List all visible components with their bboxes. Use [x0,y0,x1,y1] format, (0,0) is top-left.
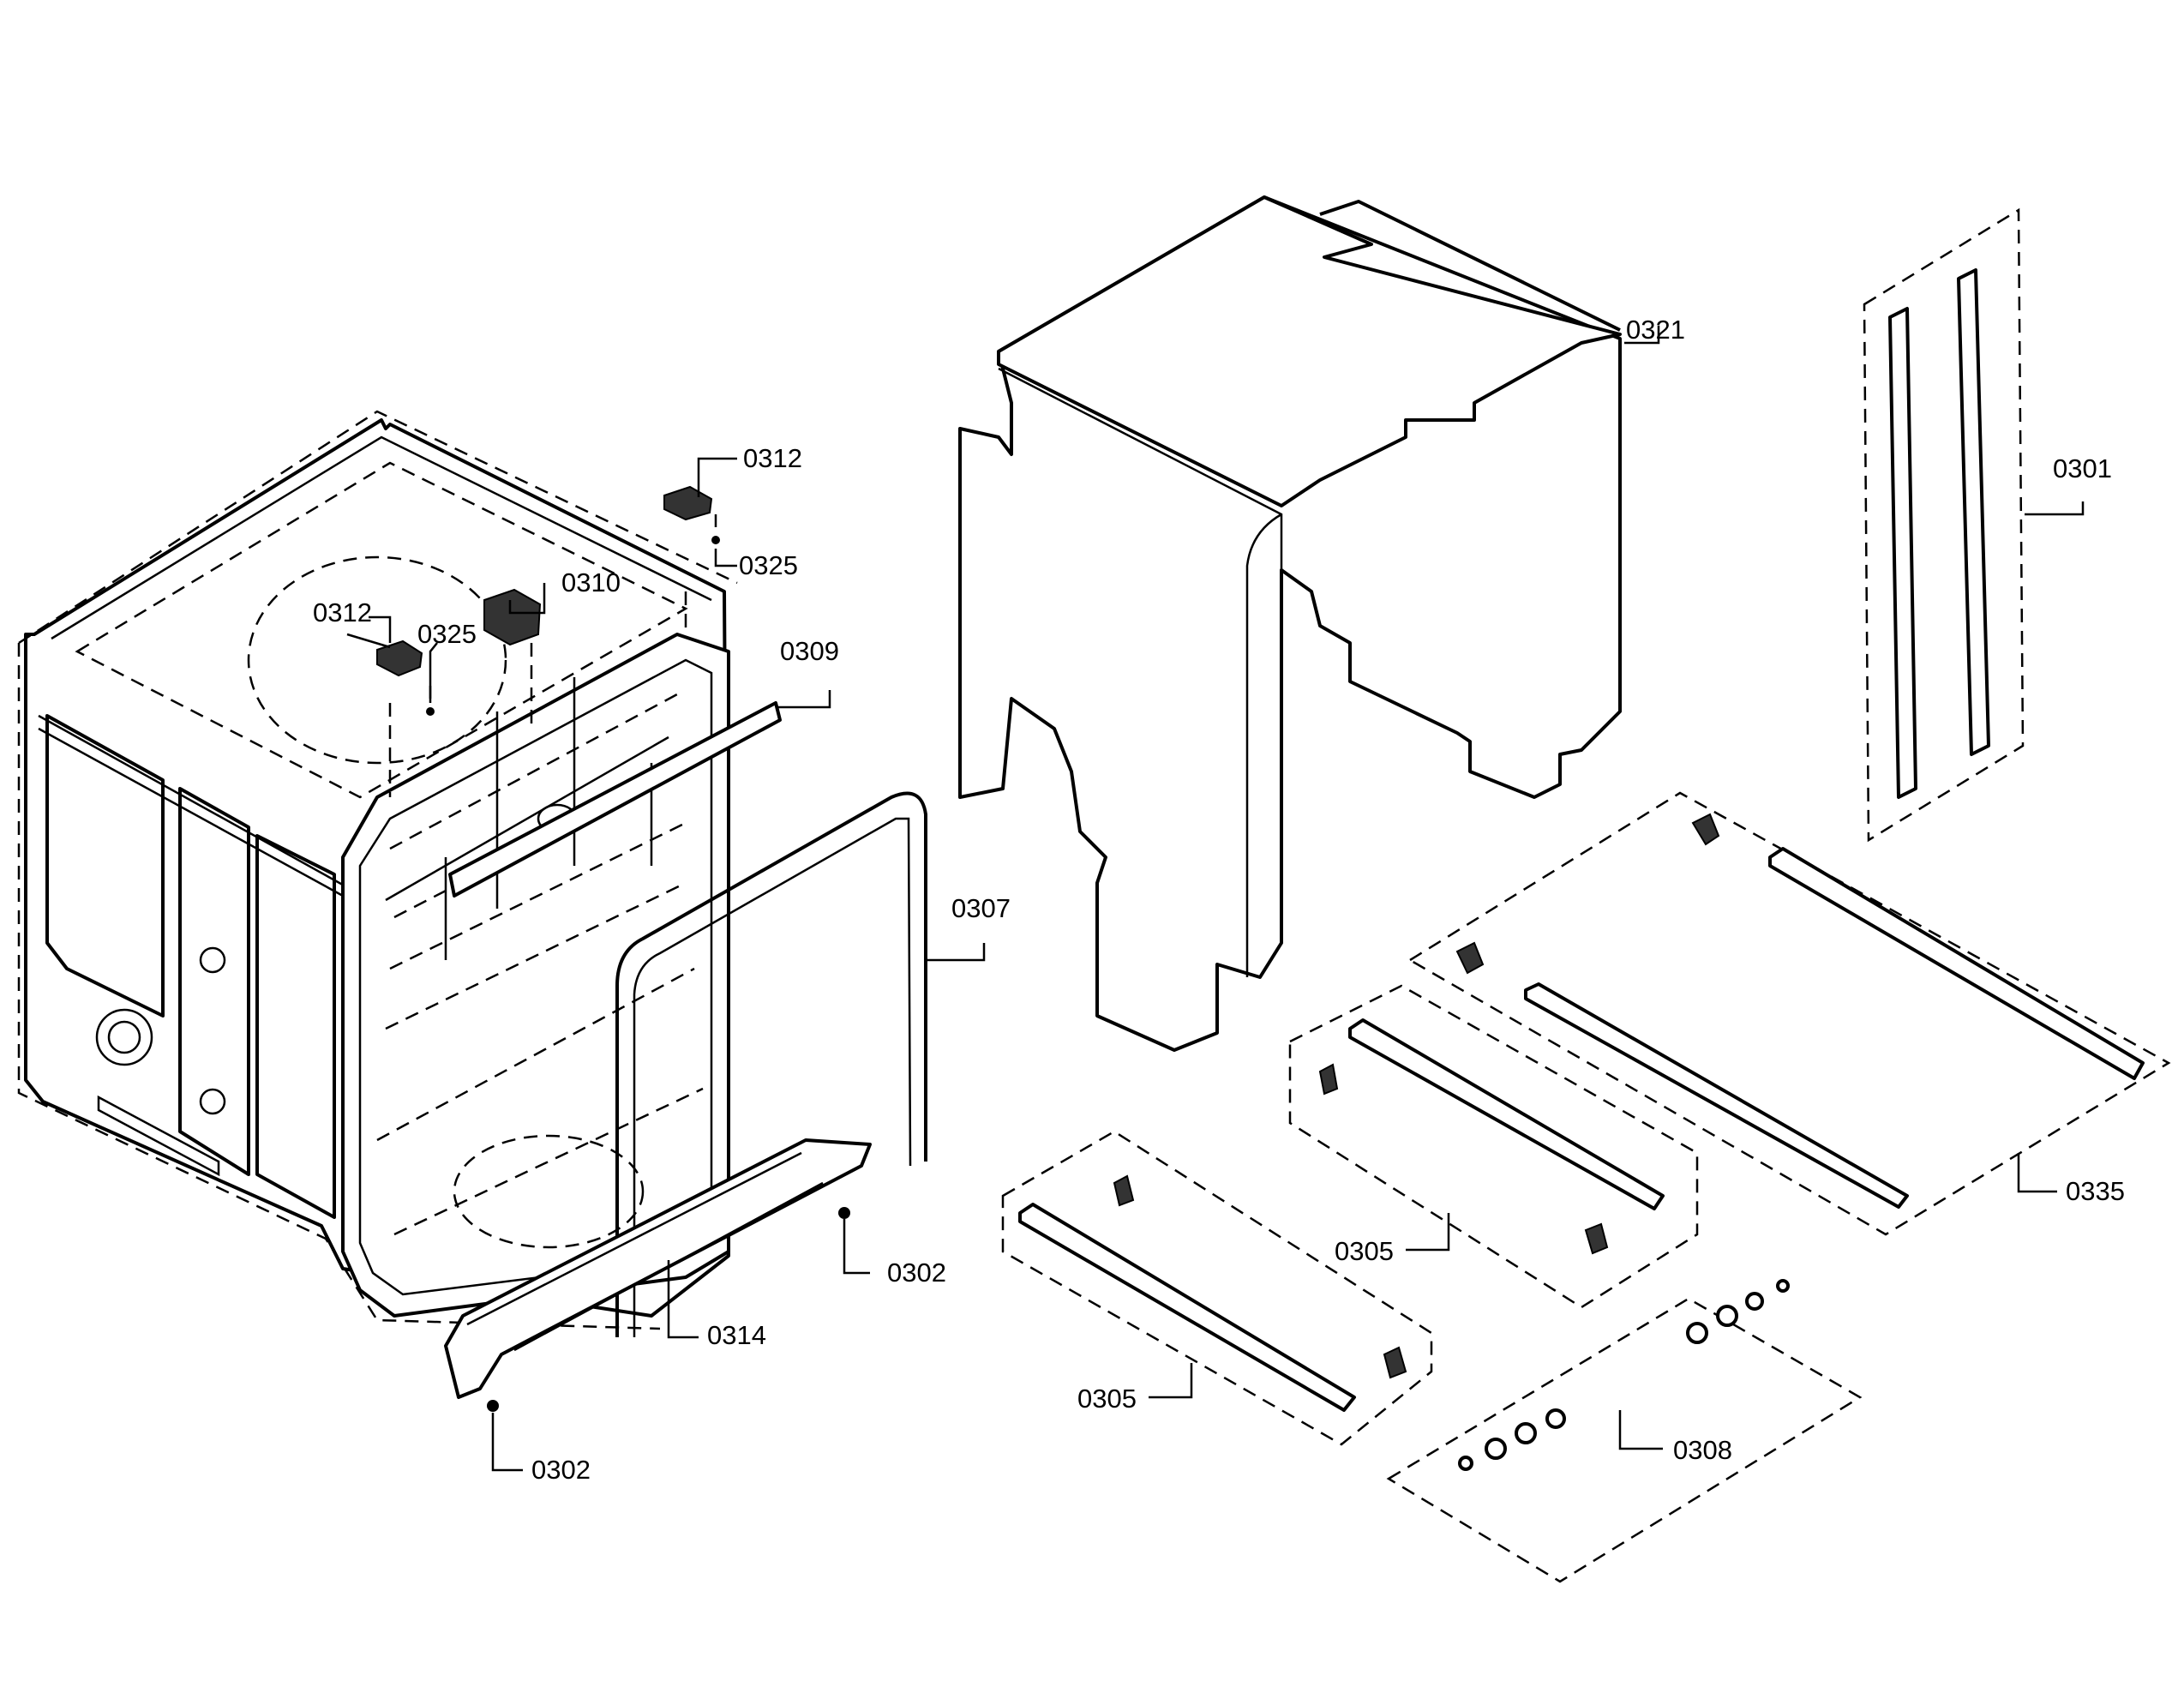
rail-set-0335 [1407,791,2171,1236]
dishwasher-tub [17,410,738,1330]
callout-0305-low: 0305 [1077,1384,1137,1414]
rail-0305-mid [1288,984,1699,1309]
door-gasket-0307 [615,791,986,1337]
screw-0302-right [838,1207,870,1275]
callout-0307: 0307 [951,893,1011,923]
callout-0314: 0314 [707,1320,766,1350]
callout-0325-top: 0325 [739,550,798,580]
insulation-blanket-0321 [958,195,1660,1052]
callout-0309: 0309 [780,636,839,666]
callout-0305-mid: 0305 [1335,1236,1394,1266]
callout-0301: 0301 [2053,453,2112,483]
rail-bar-0309 [448,690,831,898]
callout-0310: 0310 [561,567,621,597]
hinge-bracket-top [663,485,713,521]
callout-0321: 0321 [1626,315,1685,345]
callout-0312-top: 0312 [743,443,802,473]
callout-0302-bottom: 0302 [531,1455,591,1485]
wheel-kit-0308 [1386,1279,1863,1583]
callout-0335: 0335 [2066,1176,2125,1206]
callout-0302-right: 0302 [887,1258,946,1288]
callout-0308: 0308 [1673,1435,1732,1465]
center-bracket [483,588,542,646]
screw-0325-top [711,514,720,544]
callout-0312-left: 0312 [313,597,372,627]
toe-kick-0314 [444,1138,872,1399]
leader-lines [369,457,737,703]
hinge-bracket-left [346,633,423,677]
side-trim-strips-0301 [1863,207,2085,843]
rail-0305-low [1001,1130,1433,1446]
callout-0325-left: 0325 [417,619,477,649]
screw-0302-bottom [487,1400,523,1472]
